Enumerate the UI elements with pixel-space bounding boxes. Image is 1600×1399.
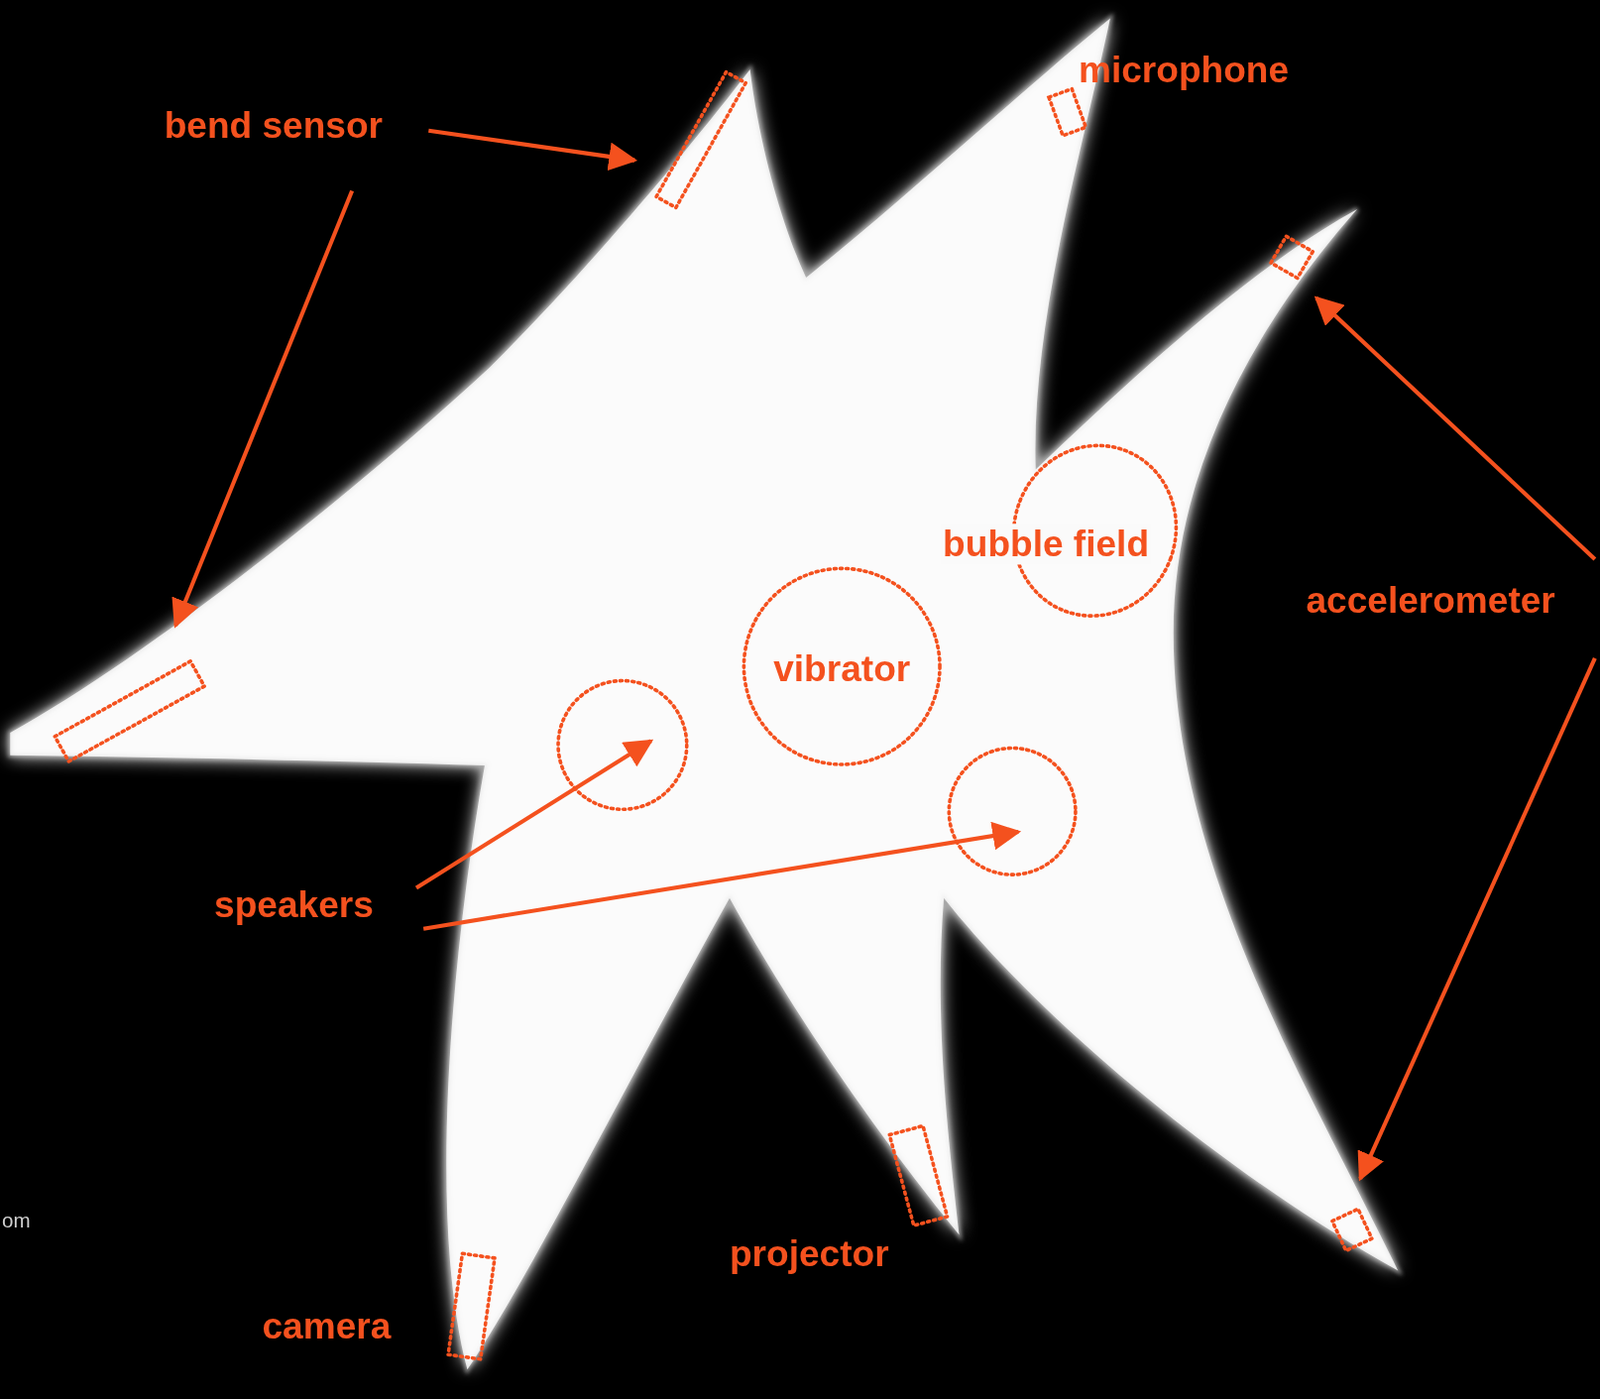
leader-arrow	[1360, 658, 1596, 1179]
leader-arrow	[428, 130, 635, 161]
part-label: om	[1, 1209, 31, 1233]
speaker-outline	[948, 748, 1076, 876]
leader-arrow	[175, 190, 352, 625]
region-ellipse: bubble field	[1010, 441, 1180, 621]
blob-body	[9, 18, 1398, 1371]
projector-outline	[889, 1126, 947, 1227]
part-label: microphone	[1078, 49, 1289, 91]
bend-sensor-outline	[54, 661, 205, 762]
microphone-outline	[1048, 89, 1086, 136]
blob-fill	[9, 18, 1398, 1371]
accelerometer-outline	[1332, 1208, 1372, 1251]
component-outlines	[54, 72, 1372, 1360]
component-circle: vibrator	[741, 566, 942, 767]
leader-lines	[175, 130, 1596, 1179]
speaker-outline	[558, 681, 687, 810]
part-label: accelerometer	[1305, 579, 1555, 621]
accelerometer-outline	[1270, 235, 1313, 278]
part-label: bend sensor	[164, 105, 383, 146]
part-label: speakers	[214, 884, 374, 925]
leader-arrow	[423, 831, 1019, 929]
blob-shape	[9, 18, 1398, 1371]
camera-outline	[448, 1253, 495, 1360]
part-label: camera	[261, 1305, 391, 1347]
leader-arrow	[1316, 298, 1596, 561]
leader-arrow	[416, 740, 652, 888]
bend-sensor-outline	[656, 72, 746, 209]
blob-glow	[9, 18, 1398, 1371]
part-label: projector	[729, 1233, 890, 1274]
dotted-outline	[743, 568, 940, 765]
node-label: vibrator	[771, 648, 913, 689]
node-label: bubble field	[940, 523, 1151, 565]
